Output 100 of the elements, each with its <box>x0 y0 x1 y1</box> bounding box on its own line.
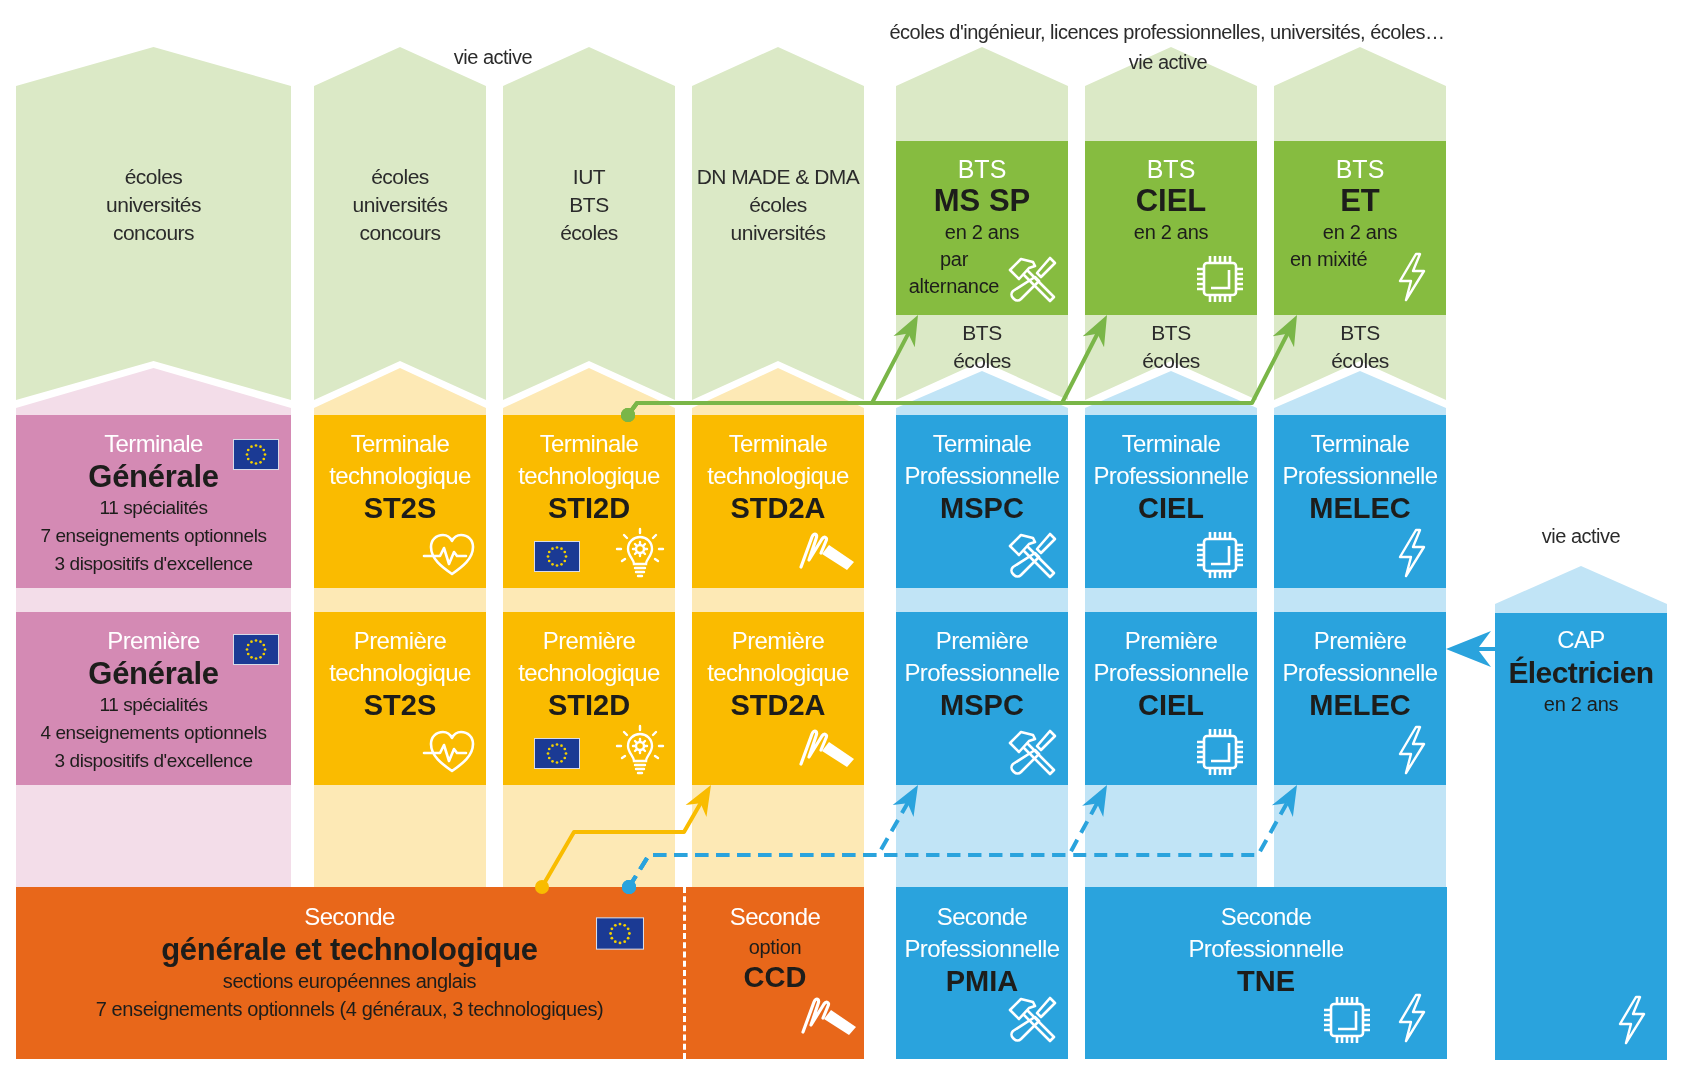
track-code: CIEL <box>1137 492 1205 524</box>
level-text: Terminale technologique <box>706 429 850 491</box>
dashed-arrow <box>622 785 1297 894</box>
track-code: MELEC <box>1309 689 1411 721</box>
level-text: Seconde <box>729 902 821 932</box>
diploma-box <box>1085 141 1257 315</box>
destination-text: concours <box>359 220 441 246</box>
level-text: Première Professionnelle <box>903 626 1061 688</box>
level-text: CAP <box>1557 625 1605 655</box>
level-text: Seconde Professionnelle <box>1187 902 1345 964</box>
class-box <box>1085 415 1257 588</box>
class-box <box>16 612 291 785</box>
detail-text: 3 dispositifs d'excellence <box>54 749 253 773</box>
duration-text: en 2 ans <box>1322 220 1398 245</box>
class-box <box>314 612 486 785</box>
class-box <box>1274 415 1446 588</box>
class-box <box>16 887 683 1059</box>
track-code: MSPC <box>940 492 1024 524</box>
class-box <box>1274 612 1446 785</box>
class-box <box>692 612 864 785</box>
track-code: ET <box>1340 184 1380 218</box>
outcome-label: vie active <box>453 45 533 69</box>
track-code: CIEL <box>1137 689 1205 721</box>
track-code: ST2S <box>363 492 437 524</box>
level-text: BTS <box>1335 154 1385 184</box>
class-box <box>1085 887 1447 1059</box>
destination-text: écoles <box>749 192 807 218</box>
destination-panel <box>16 47 291 400</box>
level-text: Terminale <box>104 429 203 459</box>
track-title: Électricien <box>1508 656 1654 690</box>
track-code: STI2D <box>547 492 631 524</box>
destination-text: concours <box>112 220 195 246</box>
track-code: MELEC <box>1309 492 1411 524</box>
level-text: Seconde Professionnelle <box>903 902 1061 964</box>
detail-text: sections européennes anglais <box>222 969 477 994</box>
destination-text: écoles <box>124 164 183 190</box>
level-text: Première technologique <box>706 626 850 688</box>
duration-text: en 2 ans <box>1543 692 1619 717</box>
modality-text: en mixité <box>1290 247 1368 272</box>
destination-text: BTS <box>569 192 609 218</box>
arrow <box>535 785 711 894</box>
class-box <box>503 612 675 785</box>
destination-text: universités <box>730 220 826 246</box>
class-box <box>692 415 864 588</box>
destination-text: écoles <box>560 220 618 246</box>
arrow <box>1446 631 1495 667</box>
destination-text: écoles <box>1142 348 1200 374</box>
detail-text: 3 dispositifs d'excellence <box>54 552 253 576</box>
level-text: Seconde <box>304 902 395 932</box>
track-code: CIEL <box>1135 184 1207 218</box>
track-code: MSPC <box>940 689 1024 721</box>
detail-text: 4 enseignements optionnels <box>40 721 267 745</box>
level-text: Première Professionnelle <box>1281 626 1439 688</box>
track-code: TNE <box>1237 965 1295 997</box>
destination-panel <box>1085 47 1257 400</box>
outcome-label: vie active <box>1128 50 1208 74</box>
level-text: Terminale Professionnelle <box>1281 429 1439 491</box>
track-title: Générale <box>88 460 219 494</box>
arrow <box>621 315 1297 422</box>
track-code: CCD <box>743 961 807 993</box>
class-box <box>503 415 675 588</box>
detail-text: 11 spécialités <box>99 693 208 717</box>
class-box <box>896 415 1068 588</box>
destination-text: écoles <box>1331 348 1389 374</box>
class-box <box>314 415 486 588</box>
destination-panel <box>1274 47 1446 400</box>
level-text: BTS <box>1146 154 1196 184</box>
destination-text: universités <box>352 192 448 218</box>
track-code: PMIA <box>945 965 1019 997</box>
destination-text: universités <box>106 192 201 218</box>
duration-text: en 2 ans <box>944 220 1020 245</box>
level-text: Première Professionnelle <box>1092 626 1250 688</box>
class-box <box>16 415 291 588</box>
level-text: Première <box>107 626 200 656</box>
destination-text: BTS <box>1151 320 1191 346</box>
class-box <box>896 887 1068 1059</box>
class-box <box>896 612 1068 785</box>
track-code: MS SP <box>933 184 1031 218</box>
track-code: ST2S <box>363 689 437 721</box>
track-title: Générale <box>88 657 219 691</box>
destination-panel <box>314 47 486 400</box>
track-title: générale et technologique <box>161 933 538 967</box>
detail-text: 7 enseignements optionnels (4 généraux, 3 technologiques) <box>95 997 604 1022</box>
destination-text: BTS <box>962 320 1002 346</box>
duration-text: en 2 ans <box>1133 220 1209 245</box>
class-box <box>683 887 864 1059</box>
level-text: Terminale technologique <box>517 429 661 491</box>
track-code: STI2D <box>547 689 631 721</box>
level-text: Terminale technologique <box>328 429 472 491</box>
level-text: Terminale Professionnelle <box>1092 429 1250 491</box>
track-code: STD2A <box>730 492 826 524</box>
outcome-label: vie active <box>1541 524 1621 548</box>
level-text: Première technologique <box>328 626 472 688</box>
destination-text: écoles <box>953 348 1011 374</box>
destination-text: écoles <box>371 164 429 190</box>
level-text: Terminale Professionnelle <box>903 429 1061 491</box>
track-code: STD2A <box>730 689 826 721</box>
detail-text: option <box>748 935 802 960</box>
level-text: BTS <box>957 154 1007 184</box>
class-box <box>1085 612 1257 785</box>
